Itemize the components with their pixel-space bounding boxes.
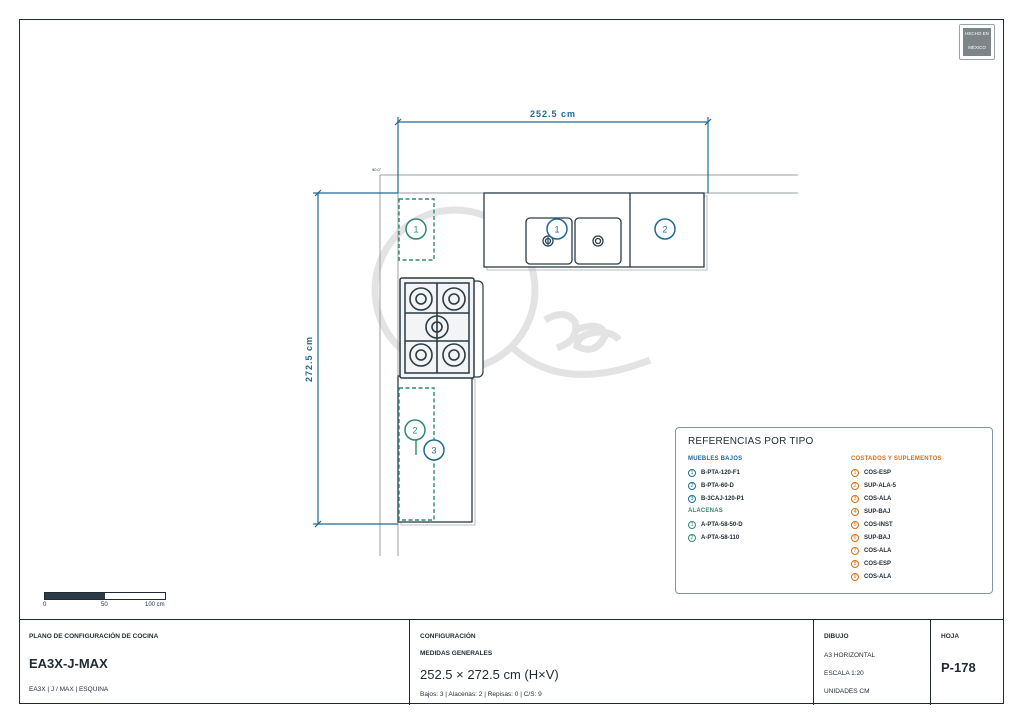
model-subtitle: EA3X | J / MAX | ESQUINA [29, 686, 109, 693]
title-block-plan: PLANO DE CONFIGURACIÓN DE COCINA EA3X-J-… [19, 620, 410, 705]
marker-bajo-3: 3 [423, 439, 445, 461]
title-block-hoja: HOJA P-178 [931, 620, 1004, 705]
dibujo-units: UNIDADES CM [824, 688, 870, 695]
corner-angle-tag: 90.0° [372, 167, 382, 172]
drawing-frame [19, 19, 1004, 704]
legend-section-costados: COSTADOS Y SUPLEMENTOS [851, 456, 942, 462]
svg-text:2: 2 [412, 426, 417, 436]
svg-text:2: 2 [662, 225, 667, 235]
medidas-label: MEDIDAS GENERALES [420, 650, 493, 657]
hoja-value: P-178 [941, 660, 976, 675]
svg-text:1: 1 [554, 225, 559, 235]
dimension-height-label: 272.5 cm [304, 336, 314, 382]
dibujo-scale: ESCALA 1:20 [824, 670, 864, 677]
element-counts: Bajos: 3 | Alacenas: 2 | Repisas: 0 | C/… [420, 691, 542, 698]
legend-section-bajos: MUEBLES BAJOS [688, 456, 743, 462]
title-block-config: CONFIGURACIÓN MEDIDAS GENERALES 252.5 × … [410, 620, 814, 705]
scale-label-100: 100 cm [145, 602, 165, 608]
marker-bajo-1: 1 [546, 218, 568, 246]
scale-label-0: 0 [43, 602, 47, 608]
stove-cooktop [399, 277, 484, 379]
svg-text:3: 3 [431, 446, 436, 456]
marker-alacena-2: 2 [404, 419, 426, 455]
dibujo-format: A3 HORIZONTAL [824, 652, 876, 659]
config-label: CONFIGURACIÓN [420, 633, 476, 640]
dimension-lines [313, 117, 712, 528]
hoja-label: HOJA [941, 633, 960, 640]
legend-section-alacenas: ALACENAS [688, 508, 723, 514]
scale-bar [44, 592, 166, 600]
svg-text:1: 1 [413, 225, 418, 235]
model-name: EA3X-J-MAX [29, 656, 108, 671]
marker-alacena-1: 1 [405, 218, 427, 240]
dibujo-label: DIBUJO [824, 633, 849, 640]
medidas-value: 252.5 × 272.5 cm (H×V) [420, 667, 559, 682]
hecho-en-mexico-logo: HECHO EN MÉXICO [959, 24, 995, 60]
legend-title: REFERENCIAS POR TIPO [688, 436, 814, 447]
title-block-dibujo: DIBUJO A3 HORIZONTAL ESCALA 1:20 UNIDADE… [814, 620, 931, 705]
scale-label-50: 50 [101, 602, 108, 608]
title-block: PLANO DE CONFIGURACIÓN DE COCINA EA3X-J-… [19, 619, 1004, 705]
plan-label: PLANO DE CONFIGURACIÓN DE COCINA [29, 633, 159, 640]
marker-bajo-2: 2 [654, 218, 676, 240]
dimension-width-label: 252.5 cm [530, 109, 576, 119]
